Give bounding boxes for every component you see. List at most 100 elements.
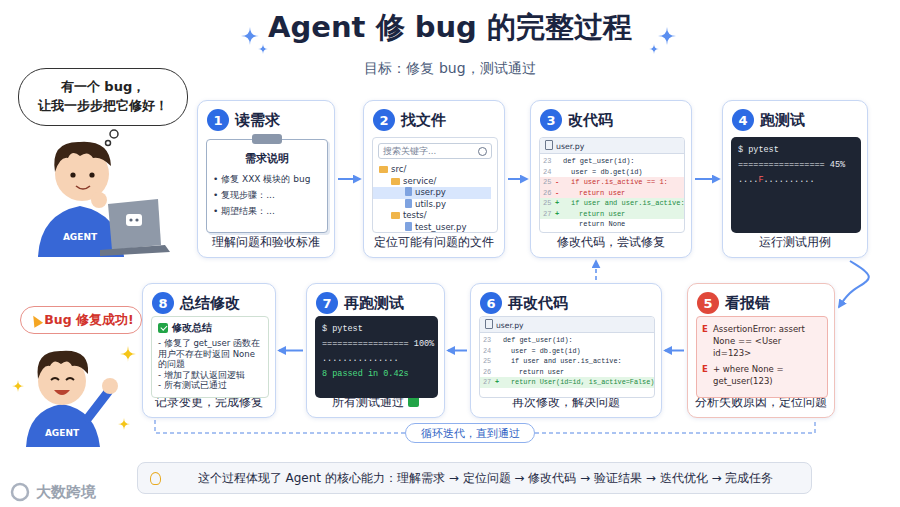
flow-arrow — [508, 178, 527, 180]
text-row: • 期望结果：... — [213, 203, 321, 219]
text-row: src/ — [373, 164, 497, 176]
error-box: EAssertionError: assert None == <User id… — [696, 316, 828, 398]
diff-mark: + — [495, 377, 503, 388]
term-text: ================= 100% — [322, 337, 434, 352]
text-row: EAssertionError: assert None == <User id… — [702, 323, 822, 359]
tree-item: tests/ — [391, 210, 427, 222]
step-number: 1 — [213, 113, 222, 128]
diff-mark: + — [555, 209, 563, 220]
step-number: 3 — [546, 113, 555, 128]
line-number: 24 — [543, 167, 555, 178]
text-row: tests/ — [373, 210, 497, 222]
line-number: 26 — [483, 367, 495, 378]
search-text: 搜索关键字... — [383, 146, 436, 158]
code-text: if user and user.is_active: — [503, 356, 622, 367]
loop-arrow — [595, 261, 597, 280]
watermark: 大数跨境 — [10, 483, 156, 502]
code-text: return user — [563, 188, 625, 199]
tree-item: src/ — [379, 164, 406, 176]
step-number-circle: 6 — [480, 292, 502, 314]
text-row: Bug 修复成功! — [44, 312, 133, 329]
code-text: return user — [503, 367, 564, 378]
err-msg: + where None = get_user(123) — [713, 363, 822, 387]
subtitle: 目标：修复 bug，测试通过 — [0, 60, 900, 78]
code-text: user = db.get(id) — [563, 167, 643, 178]
flow-arrow — [695, 178, 719, 180]
text-row: 23def get_user(id): — [480, 335, 654, 346]
diff-mark: - — [555, 188, 563, 199]
text-row: user.py — [540, 138, 684, 154]
search-box: 搜索关键字... — [378, 143, 492, 159]
text-row: 25if user and user.is_active: — [480, 356, 654, 367]
text-row: 3 — [546, 113, 555, 128]
code-text: return None — [543, 219, 625, 230]
text-row: 1 — [213, 113, 222, 128]
step-number-circle: 4 — [732, 109, 754, 131]
step-number: 4 — [738, 113, 747, 128]
term-text: ================= 45% — [738, 158, 845, 173]
step-card: 看报错分析失败原因，定位问题5EAssertionError: assert N… — [687, 283, 835, 418]
step-number: 2 — [379, 113, 388, 128]
text-row: - 修复了 get_user 函数在用户不存在时返回 None 的问题 — [158, 338, 262, 370]
term-text: $ pytest — [738, 143, 779, 158]
err-e: E — [702, 323, 713, 335]
flow-arrow — [839, 261, 869, 307]
text-row: 23def get_user(id): — [540, 156, 684, 167]
text-row: ............... — [322, 352, 431, 367]
text-row: • 修复 XXX 模块的 bug — [213, 171, 321, 187]
step-number-circle: 2 — [373, 109, 395, 131]
requirement-sheet: 需求说明 • 修复 XXX 模块的 bug• 复现步骤：...• 期望结果：... — [206, 139, 328, 233]
code-text: return user — [563, 209, 625, 220]
speech-bubble: 有一个 bug， 让我一步步把它修好！ — [18, 68, 188, 126]
term-text: ............... — [322, 352, 399, 367]
flow-arrow — [338, 178, 360, 180]
text-row: - 所有测试已通过 — [158, 380, 262, 391]
summary-box: 修改总结- 修复了 get_user 函数在用户不存在时返回 None 的问题-… — [151, 316, 269, 398]
term-text: .... — [738, 173, 758, 188]
doc-item: • 复现步骤：... — [213, 187, 275, 203]
card-title: 看报错 — [725, 294, 770, 313]
text-row: 24 user = db.get(id) — [540, 167, 684, 178]
doc-item: • 期望结果：... — [213, 203, 275, 219]
thought-tail — [106, 130, 119, 146]
flow-arrow — [665, 350, 684, 352]
text-row: 6 — [486, 296, 495, 311]
step-number-circle: 5 — [697, 292, 719, 314]
text-row: test_user.py — [373, 222, 497, 234]
terminal: $ pytest================= 100%..........… — [315, 316, 438, 398]
text-row: 需求说明 — [213, 151, 321, 171]
text-row: E+ where None = get_user(123) — [702, 363, 822, 387]
tree-item: service/ — [391, 176, 436, 188]
bubble-text: 有一个 bug， 让我一步步把它修好！ — [29, 78, 177, 116]
tree-item: user.py — [405, 187, 446, 199]
text-row: user.py — [480, 317, 654, 333]
card-title: 读需求 — [235, 111, 280, 130]
step-card: 总结修改记录变更，完成修复8修改总结- 修复了 get_user 函数在用户不存… — [142, 283, 276, 418]
success-figure — [26, 351, 118, 447]
line-number: 27 — [543, 209, 555, 220]
sum-item: - 增加了默认返回逻辑 — [158, 370, 245, 381]
card-title: 再改代码 — [508, 294, 568, 313]
line-number: 26 — [543, 188, 555, 199]
card-caption: 定位可能有问题的文件 — [366, 235, 502, 250]
text-row: 有一个 bug， 让我一步步把它修好！ — [29, 78, 177, 116]
doc-head: 需求说明 — [245, 151, 289, 166]
flow-arrow — [279, 350, 303, 352]
watermark-logo — [12, 484, 28, 500]
sum-item: - 所有测试已通过 — [158, 380, 227, 391]
step-card: 找文件定位可能有问题的文件2src/service/user.pyutils.p… — [363, 100, 505, 258]
text-row: 25-if user.is_active == 1: — [540, 177, 684, 188]
code-text: user = db.get(id) — [503, 346, 581, 357]
shirt-text: AGENT — [58, 232, 102, 242]
card-title: 总结修改 — [180, 294, 240, 313]
text-row: 循环迭代，直到通过 — [421, 426, 520, 441]
text-row: ....F.......... — [738, 173, 854, 188]
code-editor: user.py 23def get_user(id):24 user = db.ge… — [539, 137, 685, 233]
tab-name: user.py — [545, 140, 584, 151]
sum-head: 修改总结 — [158, 322, 212, 335]
text-row: 8 — [158, 296, 167, 311]
code-text: def get_user(id): — [563, 156, 635, 167]
